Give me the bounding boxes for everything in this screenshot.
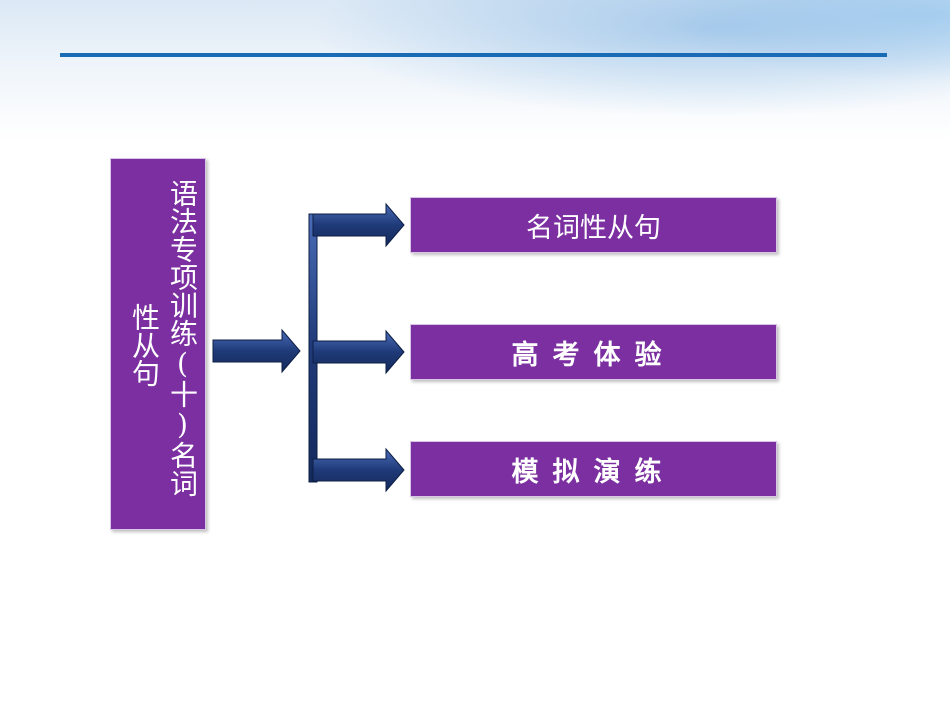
section-title-box: 语法专项训练(十)名词 性从句: [110, 158, 206, 530]
item-mock-practice[interactable]: 模拟演练: [410, 441, 777, 497]
branch-arrow-2: [312, 329, 405, 375]
item-noun-clauses[interactable]: 名词性从句: [410, 197, 777, 253]
section-title-column-2: 性从句: [128, 303, 161, 387]
header-background: [0, 0, 950, 140]
branch-arrow-1: [312, 202, 405, 248]
main-arrow: [212, 328, 301, 374]
header-divider-line: [60, 53, 887, 57]
section-title-column-1: 语法专项训练(十)名词: [166, 179, 199, 497]
item-exam-experience[interactable]: 高考体验: [410, 324, 777, 380]
branch-arrow-3: [312, 447, 405, 493]
